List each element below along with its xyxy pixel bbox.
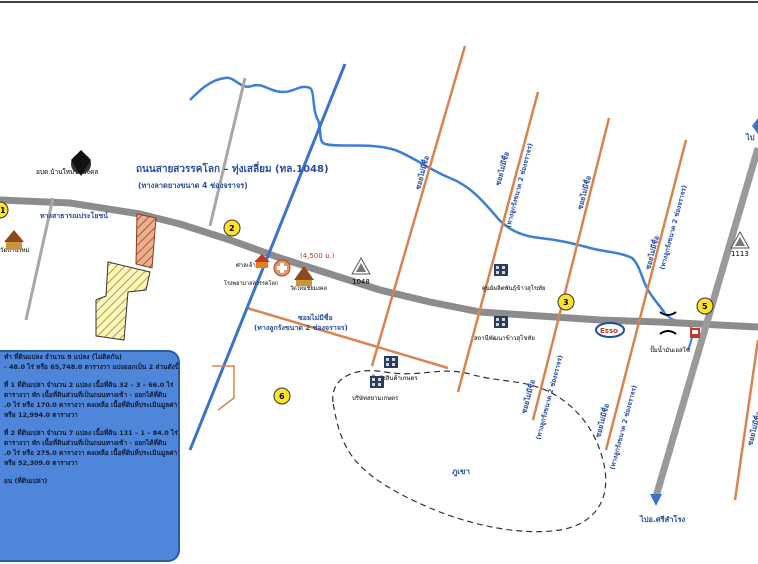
plot-6[interactable] — [212, 365, 235, 411]
highway-shield-icon — [351, 256, 371, 275]
direction-arrow-icon — [650, 494, 662, 506]
info-line: ที่ 1 ที่ดินเปล่า จำนวน 2 แปลง เนื้อที่ด… — [4, 381, 174, 389]
soi-road-horizontal[interactable] — [246, 306, 449, 370]
soi-horizontal-name: ซอยไม่มีชื่อ — [298, 312, 333, 322]
building-icon — [494, 264, 508, 276]
temple-icon — [4, 230, 24, 250]
gas-station-icon — [690, 328, 700, 338]
marker-6-label: 6 — [279, 392, 285, 401]
marker-1-label: 1 — [0, 206, 6, 215]
highway-srisamrong[interactable] — [651, 147, 758, 501]
mountain-area[interactable] — [332, 370, 607, 533]
soi-5-name: ซอยไม่มีชื่อ — [518, 378, 537, 414]
land-info-box: ทำ ที่ดินแปลง จำนวน 9 แปลง (ไม่ติดกัน) - … — [0, 350, 180, 562]
soi-2-name: ซอยไม่มีชื่อ — [492, 150, 511, 186]
road-subtitle: (ทางลาดยางขนาด 4 ช่องจราจร) — [138, 181, 248, 190]
mountain-label: ภูเขา — [452, 467, 470, 477]
info-line: .0 ไร่ หรือ 170.0 ตารางวา คงเหลือ เนื้อท… — [4, 401, 178, 409]
building-icon — [370, 376, 384, 388]
building-icon — [384, 356, 398, 368]
info-line: ที่ 2 ที่ดินเปล่า จำนวน 7 แปลง เนื้อที่ด… — [4, 429, 178, 437]
land-plot-1[interactable] — [135, 213, 157, 269]
marker-5[interactable] — [696, 297, 714, 315]
minor-road-left — [24, 197, 55, 321]
info-gap — [0, 372, 178, 380]
rice-station-label: สถานีพัฒนาข้าวสุโขทัย — [474, 334, 535, 342]
road-number-1113: 1113 — [731, 250, 749, 258]
soi-road-3[interactable] — [531, 117, 611, 421]
soi-road-2[interactable] — [456, 91, 540, 393]
shrine-icon — [254, 254, 270, 268]
garuda-emblem-icon — [71, 150, 91, 176]
hospital-icon — [273, 259, 291, 277]
info-line: - 48.0 ไร่ หรือ 65,748.0 ตารางวา แบ่งออก… — [4, 363, 180, 371]
land-plot-2[interactable] — [95, 261, 151, 341]
info-line: .0 ไร่ หรือ 275.0 ตารางวา คงเหลือ เนื้อท… — [4, 449, 178, 457]
esso-logo-text: Esso — [600, 327, 618, 335]
temple-mid-label: วัดใหม่ชัยมงคล — [290, 285, 327, 292]
factory-label: โกดังสินค้าเกษตร — [372, 374, 418, 382]
soi-road-1[interactable] — [370, 45, 467, 367]
marker-2[interactable] — [223, 219, 241, 237]
soi-road-4[interactable] — [604, 139, 688, 451]
info-line: ตารางวา หัก เนื้อที่ดินส่วนที่เป็นถนนทาง… — [4, 439, 167, 447]
soi-horizontal-subtitle: (ทางลูกรังขนาด 2 ช่องจราจร) — [254, 324, 348, 333]
marker-2-label: 2 — [229, 224, 235, 233]
marker-3-label: 3 — [563, 298, 569, 307]
road-title: ถนนสายสวรรคโลก – ทุ่งเสลี่ยม (ทล.1048) — [136, 161, 329, 175]
minor-road-north — [208, 77, 247, 227]
info-line: หรือ 12,994.0 ตารางวา — [4, 411, 78, 419]
factory-2-label: บริษัทสยามเกษตร — [352, 395, 399, 402]
marker-1[interactable] — [0, 201, 9, 219]
to-srisamrong-label: ไปอ.ศรีสำโรง — [639, 514, 686, 524]
info-line: ทำ ที่ดินแปลง จำนวน 9 แปลง (ไม่ติดกัน) — [4, 353, 122, 361]
bridge-icon — [659, 311, 677, 335]
hospital-label: ศาลเจ้าพ่อ — [236, 262, 264, 269]
blue-highway[interactable] — [188, 63, 347, 451]
info-line: ตารางวา หัก เนื้อที่ดินส่วนที่เป็นถนนทาง… — [4, 391, 167, 399]
marker-6[interactable] — [273, 387, 291, 405]
public-utility-label: ทางสาธารณประโยชน์ — [40, 211, 108, 220]
school-label: โรงพยาบาลสวรรคโลก — [224, 279, 278, 287]
esso-logo[interactable] — [595, 322, 625, 338]
info-gap — [0, 468, 178, 476]
soi-road-5[interactable] — [733, 339, 758, 501]
info-line: หรือ 52,309.0 ตารางวา — [4, 459, 78, 467]
info-lines: ทำ ที่ดินแปลง จำนวน 9 แปลง (ไม่ติดกัน) - … — [0, 352, 178, 486]
temple-icon — [294, 266, 314, 286]
marker-3[interactable] — [557, 293, 575, 311]
building-icon — [494, 316, 508, 328]
river — [189, 76, 666, 313]
soi-6-name: ซอยไม่มีชื่อ — [592, 402, 611, 438]
road-number-1048: 1048 — [352, 278, 370, 286]
highway-shield-icon — [730, 230, 750, 249]
gas-station-label: ปั๊มน้ำมันเอสโซ่ — [650, 344, 690, 354]
direction-arrow-icon — [752, 118, 758, 134]
district-office-label: อบต.บ้านใหม่ชัยมงคล — [36, 168, 98, 176]
info-gap — [0, 420, 178, 428]
fruit-center-label: ศูนย์ผลิตพันธุ์ข้าวสุโขทัย — [482, 284, 546, 292]
marker-5-label: 5 — [702, 302, 708, 311]
info-line: ยน (ที่ดินเปล่า) — [4, 477, 48, 485]
distance-label: (4,500 ม.) — [300, 252, 335, 260]
to-top-right-label: ไป — [745, 132, 755, 142]
